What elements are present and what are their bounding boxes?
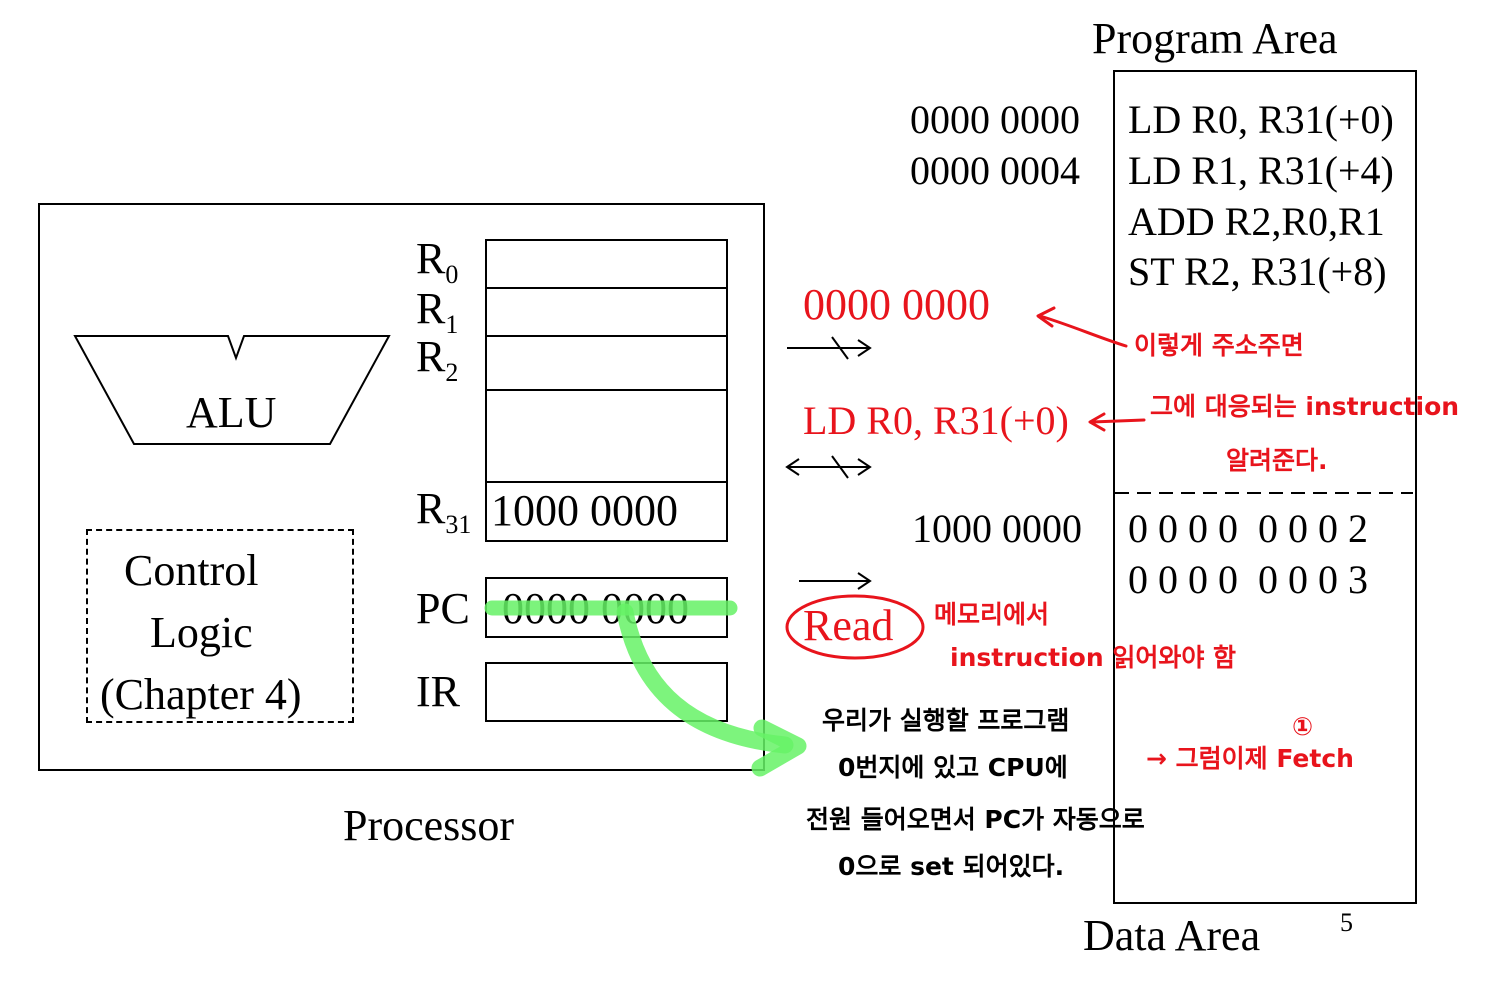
- address-bus-value: 0000 0000: [803, 280, 990, 329]
- register-label-r1: R1: [416, 284, 459, 339]
- program-instr-2: ADD R2,R0,R1: [1128, 199, 1385, 244]
- instruction-note-line-2: 알려준다.: [1226, 446, 1328, 475]
- read-note-line-2: instruction 읽어와야 함: [950, 643, 1237, 672]
- program-addr-1: 0000 0004: [910, 148, 1080, 193]
- register-label-r31: R31: [416, 484, 472, 539]
- processor-box: [38, 203, 765, 771]
- memory-box: [1113, 70, 1417, 904]
- fetch-number: ①: [1292, 712, 1314, 741]
- ir-label: IR: [416, 667, 460, 716]
- register-r2: [485, 335, 728, 391]
- program-instr-1: LD R1, R31(+4): [1128, 148, 1394, 193]
- processor-label: Processor: [343, 801, 515, 850]
- alu-label: ALU: [186, 388, 277, 437]
- program-instr-0: LD R0, R31(+0): [1128, 97, 1394, 142]
- register-r1: [485, 287, 728, 337]
- data-addr-0: 1000 0000: [912, 506, 1082, 551]
- pc-label: PC: [416, 584, 470, 633]
- control-logic-line-1: Control: [124, 546, 259, 595]
- data-bus-value: LD R0, R31(+0): [803, 398, 1069, 443]
- instruction-note-line-1: 그에 대응되는 instruction: [1150, 392, 1460, 421]
- program-area-title: Program Area: [1092, 14, 1338, 63]
- control-logic-line-2: Logic: [150, 608, 253, 657]
- control-logic-box: [86, 529, 354, 723]
- pc-value: 0000 0000: [502, 584, 689, 633]
- control-logic-line-3: (Chapter 4): [100, 670, 302, 719]
- register-label-r0: R0: [416, 234, 459, 289]
- ir-register: [485, 662, 728, 722]
- register-r0: [485, 239, 728, 289]
- program-note-line-2: 0번지에 있고 CPU에: [838, 753, 1068, 782]
- read-note-line-1: 메모리에서: [934, 600, 1050, 629]
- data-area-title: Data Area: [1083, 911, 1261, 960]
- address-note: 이렇게 주소주면: [1134, 331, 1304, 360]
- register-r31: [485, 481, 728, 542]
- control-bus-read: Read: [803, 601, 894, 650]
- register-gap: [485, 389, 728, 483]
- page-number: 5: [1340, 908, 1353, 937]
- program-note-line-1: 우리가 실행할 프로그램: [822, 706, 1070, 735]
- program-instr-3: ST R2, R31(+8): [1128, 249, 1387, 294]
- program-note-line-4: 0으로 set 되어있다.: [838, 852, 1065, 881]
- data-value-1: 0 0 0 0 0 0 0 3: [1128, 557, 1368, 602]
- register-r31-value: 1000 0000: [491, 486, 678, 535]
- register-label-r2: R2: [416, 332, 459, 387]
- program-addr-0: 0000 0000: [910, 97, 1080, 142]
- program-note-line-3: 전원 들어오면서 PC가 자동으로: [806, 805, 1145, 834]
- fetch-note: → 그럼이제 Fetch: [1146, 744, 1354, 773]
- data-value-0: 0 0 0 0 0 0 0 2: [1128, 506, 1368, 551]
